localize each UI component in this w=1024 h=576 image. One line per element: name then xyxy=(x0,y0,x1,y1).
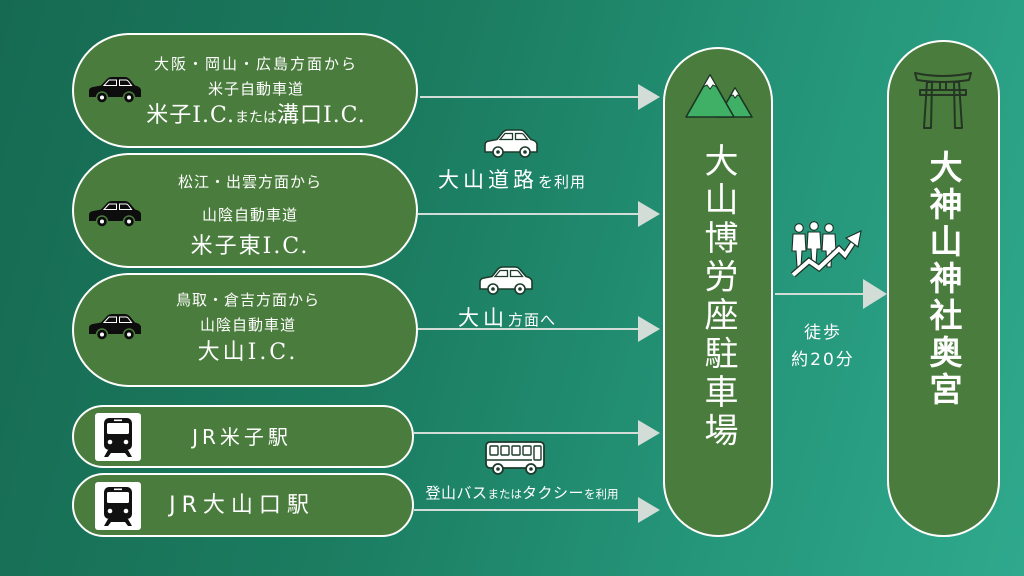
bus-icon xyxy=(485,441,545,475)
transfer-road-name: 大山道路 xyxy=(437,168,538,192)
parking-box: 大山博労座駐車場 xyxy=(663,47,773,537)
arrow-route-1 xyxy=(420,84,660,110)
arrow-walk xyxy=(775,279,887,309)
transfer-suffix: を利用 xyxy=(584,487,619,501)
rail-box-yonago: JR米子駅 xyxy=(72,405,414,468)
hiking-group-icon xyxy=(790,221,862,277)
route-exit: 米子I.C.または溝口I.C. xyxy=(124,102,388,132)
parking-label: 大山博労座駐車場 xyxy=(698,143,738,451)
route-exit: 大山I.C. xyxy=(116,339,380,368)
arrow-route-2 xyxy=(418,201,660,227)
transfer-mode: 登山バス xyxy=(425,484,488,502)
transfer-conjunction: または xyxy=(487,487,523,501)
train-icon xyxy=(95,413,141,461)
route-expressway: 山陰自動車道 xyxy=(199,316,296,334)
arrow-rail-1 xyxy=(414,420,660,446)
transfer-label-daisen-direction: 大山方面へ xyxy=(397,304,617,332)
transfer-mode: タクシー xyxy=(522,484,585,502)
walk-info: 徒歩 約20分 xyxy=(773,320,873,374)
car-icon xyxy=(89,314,141,341)
route-origin: 大阪・岡山・広島方面から xyxy=(153,55,358,73)
transfer-suffix: 方面へ xyxy=(507,311,556,329)
route-expressway: 米子自動車道 xyxy=(207,80,304,98)
route-origin: 鳥取・倉吉方面から xyxy=(175,291,320,309)
train-icon xyxy=(95,482,141,530)
exit-name: 米子I.C. xyxy=(146,103,235,128)
walk-duration: 約20分 xyxy=(791,350,855,370)
transfer-label-daisen-road: 大山道路を利用 xyxy=(402,166,622,194)
route-box-tottori: 鳥取・倉吉方面から 山陰自動車道 大山I.C. xyxy=(72,273,418,387)
rail-box-daisenguchi: JR大山口駅 xyxy=(72,473,414,537)
mountain-icon xyxy=(685,74,753,118)
route-exit: 米子東I.C. xyxy=(118,233,382,262)
exit-name: 米子東I.C. xyxy=(190,234,310,259)
arrow-route-3 xyxy=(418,316,660,342)
exit-name: 大山I.C. xyxy=(197,340,299,365)
route-box-matsue: 松江・出雲方面から 山陰自動車道 米子東I.C. xyxy=(72,153,418,268)
destination-box: 大神山神社奥宮 xyxy=(887,40,1000,537)
car-outline-icon xyxy=(479,266,533,295)
car-outline-icon xyxy=(484,129,538,158)
station-label: JR米子駅 xyxy=(192,425,292,449)
arrow-rail-2 xyxy=(414,497,660,523)
destination-label: 大神山神社奥宮 xyxy=(924,150,963,409)
exit-conjunction: または xyxy=(235,110,277,126)
car-icon xyxy=(89,77,141,104)
station-label: JR大山口駅 xyxy=(169,493,315,518)
walk-mode: 徒歩 xyxy=(804,323,842,343)
route-expressway: 山陰自動車道 xyxy=(201,206,298,224)
transfer-suffix: を利用 xyxy=(537,173,586,191)
transfer-place-name: 大山 xyxy=(457,306,508,330)
route-box-osaka: 大阪・岡山・広島方面から 米子自動車道 米子I.C.または溝口I.C. xyxy=(72,33,418,148)
torii-icon xyxy=(914,72,972,129)
car-icon xyxy=(89,201,141,228)
transfer-label-bus-taxi: 登山バスまたはタクシーを利用 xyxy=(412,479,632,507)
exit-name: 溝口I.C. xyxy=(277,103,366,128)
route-origin: 松江・出雲方面から xyxy=(177,173,322,191)
